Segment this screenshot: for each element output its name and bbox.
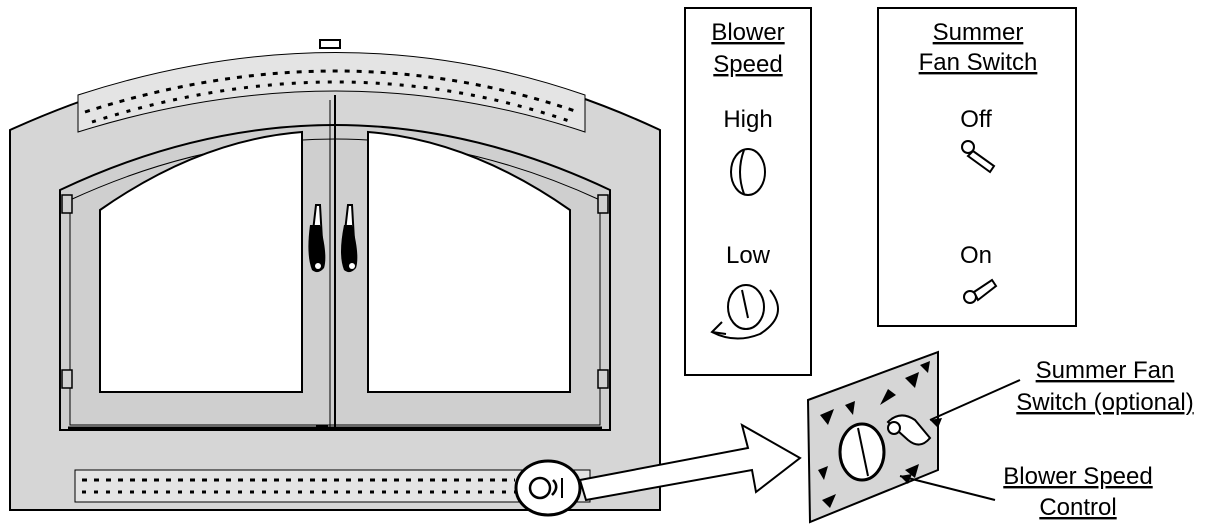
- blower-high-label: High: [723, 106, 772, 133]
- fan-off-switch-icon: [961, 140, 996, 174]
- callout-leaders: [899, 379, 1021, 501]
- summer-fan-switch-panel: Summer Fan Switch Off On: [877, 7, 1077, 327]
- fan-switch-callout-line2: Switch (optional): [1016, 389, 1193, 416]
- right-door-glass: [367, 130, 571, 393]
- top-latch: [319, 39, 341, 49]
- blower-control-callout-line1: Blower Speed: [1003, 463, 1152, 490]
- fan-on-label: On: [960, 242, 992, 269]
- blower-low-knob-icon: [710, 284, 779, 340]
- upper-louver-band: [77, 52, 586, 133]
- blower-high-knob-icon: [730, 148, 766, 196]
- blower-panel-title-line1: Blower: [711, 19, 784, 46]
- fireplace-illustration: [9, 39, 661, 517]
- detail-arrow: [578, 422, 802, 502]
- fan-switch-callout-line1: Summer Fan: [1036, 357, 1175, 384]
- fan-switch-detail: [886, 414, 932, 446]
- fan-panel-title-line1: Summer: [933, 19, 1024, 46]
- left-door-handle: [308, 204, 326, 273]
- fan-off-label: Off: [960, 106, 992, 133]
- blower-panel-title-line2: Speed: [713, 51, 782, 78]
- control-location-highlight: [514, 459, 582, 517]
- left-door-glass: [99, 130, 303, 393]
- blower-low-label: Low: [726, 242, 771, 269]
- blower-speed-panel: Blower Speed High Low: [684, 7, 812, 376]
- lower-louver-band: [74, 469, 591, 503]
- fan-on-switch-icon: [963, 278, 998, 304]
- fan-panel-title-line2: Fan Switch: [919, 49, 1038, 76]
- blower-control-callout-line2: Control: [1039, 494, 1116, 521]
- control-plate-detail: [806, 350, 939, 524]
- right-door-handle: [341, 204, 358, 273]
